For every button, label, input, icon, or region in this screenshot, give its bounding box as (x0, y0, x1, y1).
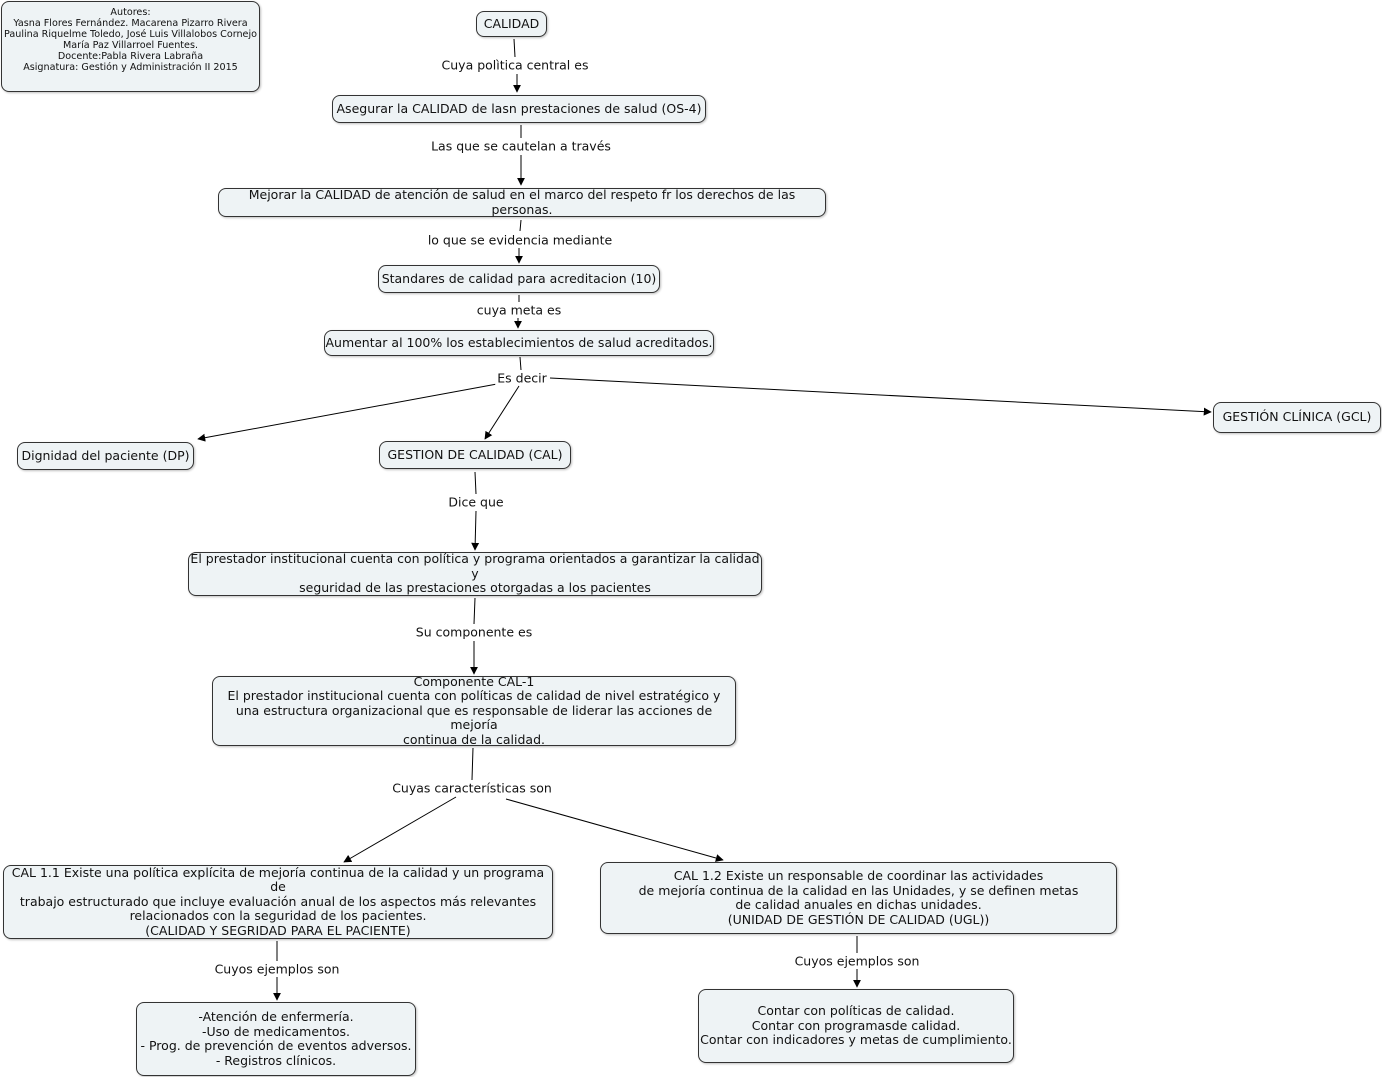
link-label-politica: Cuya polìtica central es (439, 57, 591, 73)
authors-box: Autores: Yasna Flores Fernández. Macaren… (1, 1, 260, 92)
concept-componente-cal1[interactable]: Componente CAL-1 El prestador institucio… (212, 674, 736, 747)
arrow-esdecir-dignidad (197, 383, 498, 442)
concept-gestion-cal[interactable]: GESTION DE CALIDAD (CAL) (379, 441, 571, 469)
concept-cal12[interactable]: CAL 1.2 Existe un responsable de coordin… (600, 862, 1117, 934)
arrow-esdecir-gestion-cal (484, 385, 520, 440)
concept-aumentar[interactable]: Aumentar al 100% los establecimientos de… (324, 330, 714, 356)
line-cal1-caracteristicas (471, 747, 474, 781)
concept-ejemplos2[interactable]: Contar con políticas de calidad. Contar … (698, 989, 1014, 1063)
concept-dignidad[interactable]: Dignidad del paciente (DP) (17, 442, 194, 470)
link-label-evidencia: lo que se evidencia mediante (425, 232, 615, 248)
concept-standares[interactable]: Standares de calidad para acreditacion (… (378, 265, 660, 293)
link-label-meta: cuya meta es (474, 302, 564, 318)
concept-cal11[interactable]: CAL 1.1 Existe una política explícita de… (3, 865, 553, 939)
link-label-cautelan: Las que se cautelan a través (429, 138, 613, 154)
line-aumentar-esdecir (519, 356, 522, 371)
link-label-caracteristicas: Cuyas características son (390, 780, 554, 796)
arrow-esdecir-gestion-gcl (549, 377, 1212, 416)
concept-asegurar[interactable]: Asegurar la CALIDAD de lasn prestaciones… (332, 95, 706, 123)
concept-ejemplos1[interactable]: -Atención de enfermería. -Uso de medicam… (136, 1002, 416, 1076)
line-mejorar-evidencia (519, 219, 522, 232)
line-gestion-cal-dice (474, 471, 477, 495)
arrow-caracteristicas-cal11 (343, 796, 457, 863)
concept-gestion-gcl[interactable]: GESTIÓN CLÍNICA (GCL) (1213, 402, 1381, 433)
link-label-ejemplos2: Cuyos ejemplos son (792, 953, 922, 969)
concept-prestador[interactable]: El prestador institucional cuenta con po… (188, 552, 762, 596)
arrow-caracteristicas-cal12 (505, 798, 724, 862)
link-label-dice-que: Dice que (446, 494, 506, 510)
concept-calidad[interactable]: CALIDAD (476, 11, 547, 37)
link-label-ejemplos1: Cuyos ejemplos son (212, 961, 342, 977)
link-label-componente: Su componente es (413, 624, 535, 640)
link-label-es-decir: Es decir (495, 370, 549, 386)
concept-mejorar[interactable]: Mejorar la CALIDAD de atención de salud … (218, 187, 826, 217)
line-calidad-politica (513, 38, 516, 58)
arrow-dice-prestador (471, 510, 480, 551)
line-prestador-componente (473, 597, 476, 625)
